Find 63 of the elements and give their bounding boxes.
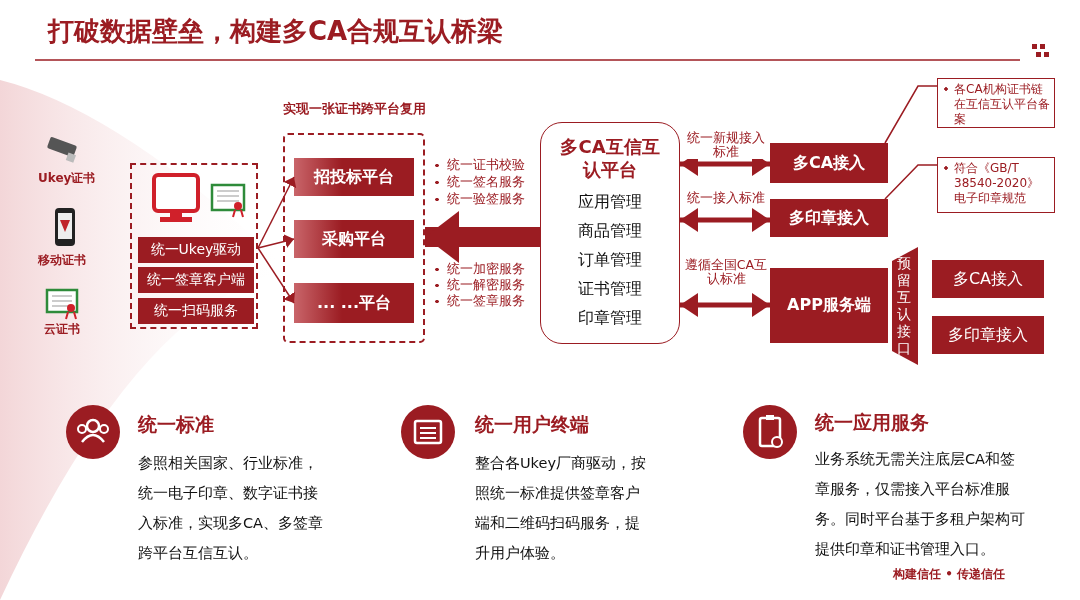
interface-band	[892, 247, 918, 365]
access-box	[932, 260, 1044, 298]
bullet-item: 统一加密服务	[433, 261, 525, 278]
icon-caption: Ukey证书	[38, 170, 96, 187]
menu-item: 商品管理	[577, 220, 643, 242]
access-box	[770, 143, 888, 183]
icon-caption: 移动证书	[38, 252, 86, 269]
access-box	[932, 316, 1044, 354]
arrow	[680, 208, 770, 232]
panel-title: 多CA互信互认平台	[559, 135, 661, 181]
menu-item: 印章管理	[577, 307, 643, 329]
group-heading: 实现一张证书跨平台复用	[283, 100, 426, 118]
bullet-item: 统一证书校验	[433, 157, 525, 174]
menu-item: 证书管理	[577, 278, 643, 300]
node-label: 多印章接入	[789, 207, 869, 229]
section-heading: 统一应用服务	[815, 410, 929, 435]
bullet-item: 统一签章服务	[433, 293, 525, 310]
platform-box	[294, 158, 414, 196]
section-heading: 统一用户终端	[475, 412, 589, 437]
node-label: 招投标平台	[314, 166, 394, 188]
platform-box	[294, 220, 414, 258]
title: 打破数据壁垒，构建多CA合规互认桥梁	[48, 15, 504, 48]
node-label: 统一Ukey驱动	[150, 241, 242, 259]
node-label: 多CA接入	[952, 268, 1024, 290]
platform-box	[294, 283, 414, 323]
node-label: APP服务端	[787, 295, 871, 316]
menu-item: 订单管理	[577, 249, 643, 271]
arrow	[257, 176, 297, 249]
note-box	[937, 157, 1055, 213]
menu-item: 应用管理	[577, 191, 643, 213]
bullet-item: 统一验签服务	[433, 191, 525, 208]
node-label: 符合《GB/T 38540-2020》电子印章规范	[954, 161, 1040, 205]
node-label: 预留互认接口	[897, 255, 912, 357]
arrow	[257, 234, 295, 249]
arrow	[425, 211, 540, 263]
node-label: 统一扫码服务	[154, 302, 238, 320]
bullet-item: 统一签名服务	[433, 174, 525, 191]
platform-panel	[540, 122, 680, 344]
function-bar	[138, 298, 254, 324]
access-box	[770, 268, 888, 343]
node-label: 统一签章客户端	[147, 271, 245, 289]
node-label: 多印章接入	[948, 324, 1028, 346]
function-bar	[138, 267, 254, 293]
leader-line	[884, 164, 938, 200]
section-heading: 统一标准	[138, 412, 214, 437]
paragraph: 业务系统无需关注底层CA和签章服务，仅需接入平台标准服务。同时平台基于多租户架构可提供印章和证书管理入口。	[815, 450, 1026, 559]
leader-line	[884, 85, 938, 144]
node-label: 各CA机构证书链在互信互认平台备案	[954, 82, 1050, 126]
paragraph: 整合各Ukey厂商驱动，按照统一标准提供签章客户端和二维码扫码服务，提升用户体验。	[475, 454, 647, 563]
footer-slogan: 构建信任 • 传递信任	[893, 566, 1006, 583]
icon-caption: 云证书	[44, 321, 80, 338]
paragraph: 参照相关国家、行业标准，统一电子印章、数字证书接入标准，实现多CA、多签章跨平台互信互认。	[138, 454, 325, 563]
node-label: ... ...平台	[316, 292, 391, 314]
node-label: 采购平台	[322, 228, 386, 250]
arrow	[257, 247, 295, 304]
node-label: 多CA接入	[792, 152, 866, 174]
access-box	[770, 199, 888, 237]
bullet-item: 统一解密服务	[433, 277, 525, 294]
note-box	[937, 78, 1055, 128]
function-bar	[138, 237, 254, 263]
arrow	[680, 293, 770, 317]
edge-label: 遵循全国CA互认标准	[683, 258, 769, 286]
dashed-frame	[130, 163, 258, 329]
